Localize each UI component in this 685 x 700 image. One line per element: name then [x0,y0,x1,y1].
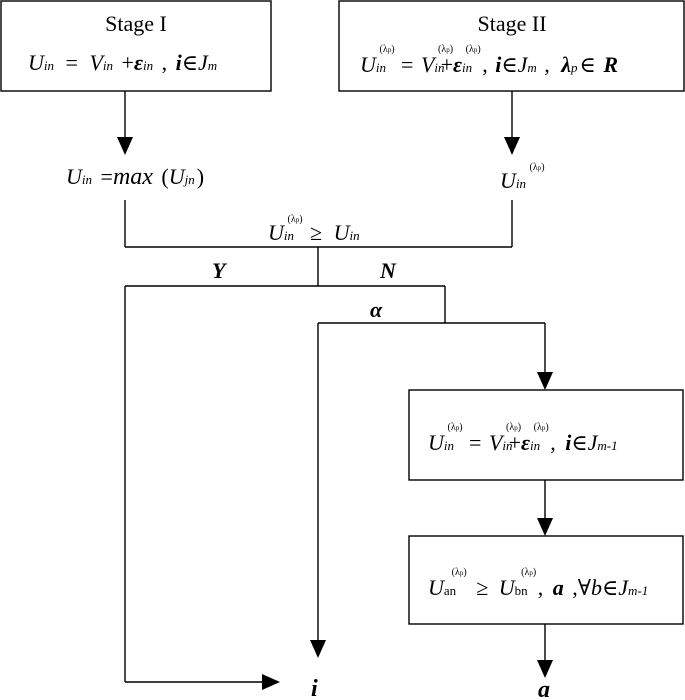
box4-equation: Uan (λp) ≥ Ubn (λp) , a ,∀b∈Jm-1 [428,555,648,600]
stage1-equation: Uin = Vin +εin , i∈Jm [28,50,217,75]
yes-arrowhead [262,674,280,690]
stage2-equation: Uin (λp) = Vin (λp) +εin (λp) , i∈Jm , λ… [360,32,618,77]
a-arrowhead [537,660,553,678]
yes-label: Y [212,258,228,283]
box3-arrowhead [537,372,553,390]
stage1-title: Stage I [105,11,167,36]
stage2-update-box [408,389,684,481]
comparison-equation: Uin (λp) ≥ Uin [268,202,360,245]
box3-equation: Uin (λp) = Vin (λp) +εin (λp) , i∈Jm-1 [428,410,618,455]
output-a-label: a [538,677,550,700]
selection-box [408,535,684,625]
u-lambda-label: Uin (λp) [500,162,545,193]
alpha-label: α [370,297,383,322]
no-label: N [379,258,397,283]
output-i-label: i [311,676,318,700]
alpha-i-arrowhead [310,640,326,658]
stage2-arrowhead [504,137,520,155]
max-equation: Uin =max (Ujn) [66,164,204,190]
stage1-box [0,0,272,92]
stage1-arrowhead [117,137,133,155]
stage2-box [338,0,685,92]
box4-arrowhead [537,518,553,536]
stage2-title: Stage II [477,11,546,36]
